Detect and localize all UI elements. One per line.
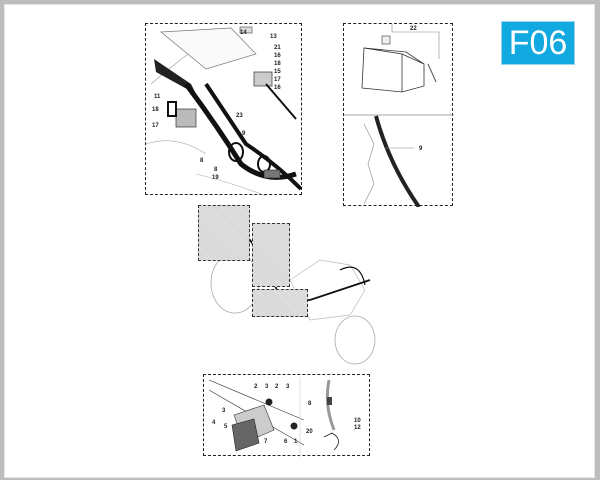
callout-8-sensor: 8 bbox=[308, 401, 312, 407]
callout-2: 2 bbox=[254, 384, 258, 390]
callout-7: 7 bbox=[264, 439, 268, 445]
callout-18: 18 bbox=[274, 61, 281, 67]
motorcycle-overview bbox=[190, 200, 390, 370]
callout-9-frame: 9 bbox=[419, 146, 423, 152]
callout-3: 3 bbox=[265, 384, 269, 390]
zoom-area-1 bbox=[198, 205, 250, 261]
zoom-area-3 bbox=[252, 289, 308, 317]
panel-battery: 22 9 bbox=[343, 23, 454, 207]
callout-16: 16 bbox=[274, 53, 281, 59]
callout-3c: 3 bbox=[222, 408, 226, 414]
callout-11: 11 bbox=[154, 94, 161, 100]
callout-10: 10 bbox=[354, 418, 361, 424]
callout-12: 12 bbox=[354, 425, 361, 431]
callout-21: 21 bbox=[274, 45, 281, 51]
callout-8: 8 bbox=[200, 158, 204, 164]
callout-9: 9 bbox=[242, 131, 246, 137]
callout-16b: 16 bbox=[274, 85, 281, 91]
callout-17b: 17 bbox=[152, 123, 159, 129]
callout-2b: 2 bbox=[275, 384, 279, 390]
callout-15: 15 bbox=[274, 69, 281, 75]
harness-illustration bbox=[146, 26, 303, 196]
callout-4: 4 bbox=[212, 420, 216, 426]
callout-14: 14 bbox=[240, 30, 247, 36]
panel-fusebox: 2 3 2 3 3 4 5 7 6 1 8 10 12 20 bbox=[203, 374, 370, 457]
callout-1: 1 bbox=[294, 439, 298, 445]
callout-20: 20 bbox=[306, 429, 313, 435]
figure-code-badge: F06 bbox=[501, 21, 575, 65]
callout-3b: 3 bbox=[286, 384, 290, 390]
callout-17: 17 bbox=[274, 77, 281, 83]
callout-22: 22 bbox=[410, 26, 417, 32]
callout-19: 19 bbox=[212, 175, 219, 181]
callout-13: 13 bbox=[270, 34, 277, 40]
callout-23: 23 bbox=[236, 113, 243, 119]
fusebox-illustration bbox=[208, 377, 339, 457]
callout-6: 6 bbox=[284, 439, 288, 445]
panel-harness-detail: 14 13 21 16 18 15 17 16 11 23 18 17 9 8 … bbox=[145, 23, 303, 196]
zoom-area-2 bbox=[252, 223, 290, 287]
callout-18b: 18 bbox=[152, 107, 159, 113]
callout-5: 5 bbox=[224, 424, 228, 430]
battery-illustration bbox=[344, 24, 454, 207]
callout-8b: 8 bbox=[214, 167, 218, 173]
